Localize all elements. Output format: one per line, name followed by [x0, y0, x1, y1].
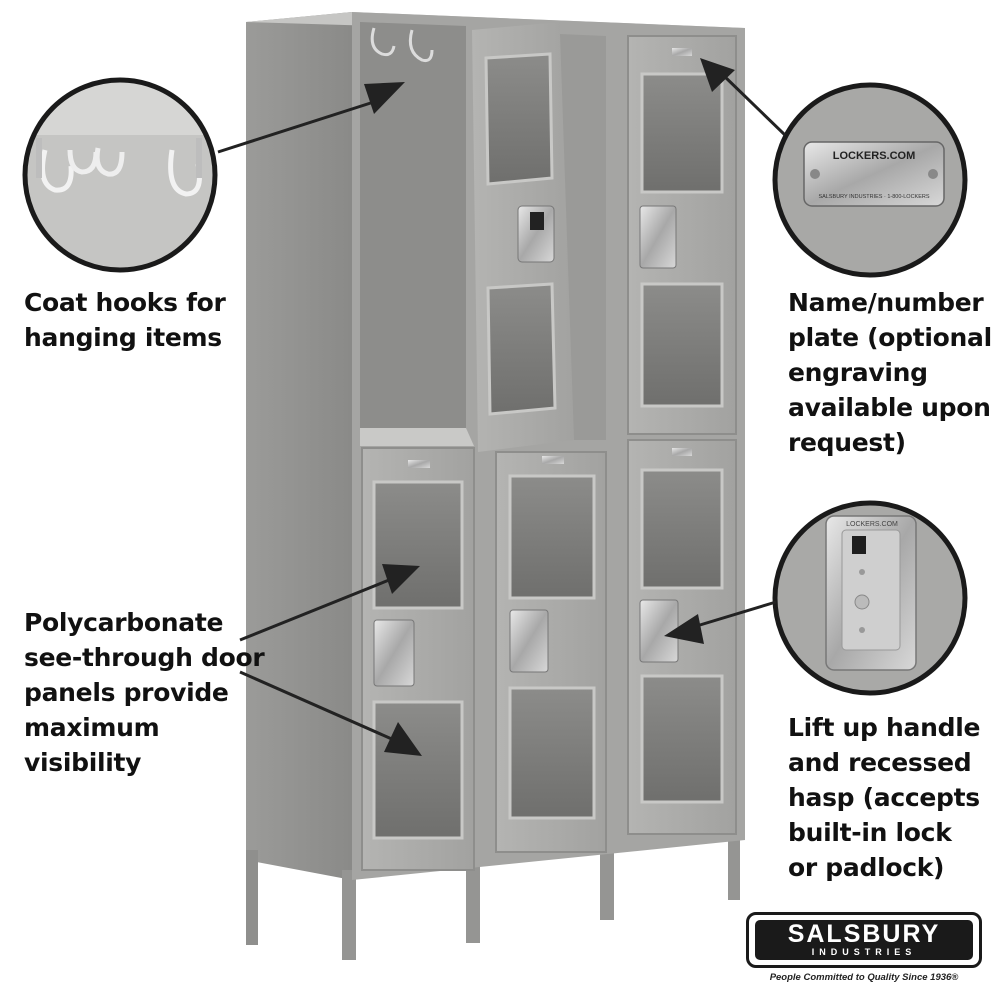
name-plate-inset: LOCKERS.COM SALSBURY INDUSTRIES · 1-800-… — [772, 82, 968, 278]
arrow-panel-upper — [239, 576, 395, 642]
locker-leg — [466, 865, 480, 943]
coat-hook — [408, 29, 434, 62]
locker-side-panel — [246, 12, 352, 880]
door-handle — [517, 205, 555, 263]
door-window — [508, 686, 596, 820]
door-window — [640, 468, 724, 590]
callout-coat-hooks: Coat hooks for hanging items — [24, 288, 226, 352]
door-lock — [530, 212, 544, 230]
locker-leg — [728, 836, 740, 900]
arrow-coat-hooks — [217, 98, 381, 154]
locker-leg — [246, 850, 258, 945]
logo-tagline: People Committed to Quality Since 1936® — [769, 972, 959, 983]
number-plate — [542, 456, 564, 464]
logo-wordmark: SALSBURY — [787, 920, 941, 948]
callout-name-plate: Name/number plate (optional engraving av… — [788, 288, 992, 457]
door-window — [640, 72, 724, 194]
salsbury-logo: SALSBURY INDUSTRIES People Committed to … — [740, 912, 988, 983]
open-compartment-shelf — [360, 428, 474, 446]
callout-arrows — [217, 58, 787, 756]
locker-bank — [246, 12, 745, 960]
door-handle — [373, 619, 415, 687]
arrow-handle — [689, 600, 777, 630]
door-window — [640, 674, 724, 804]
locker-leg — [600, 850, 614, 920]
plate-brand-text: LOCKERS.COM — [833, 150, 916, 162]
door-window — [484, 52, 554, 186]
callout-door-panels: Polycarbonate see-through door panels pr… — [24, 608, 265, 777]
locker-leg — [342, 870, 356, 960]
logo-badge: SALSBURY INDUSTRIES — [755, 920, 973, 960]
arrow-head — [382, 564, 420, 594]
door-window — [508, 474, 596, 600]
arrow-head — [364, 82, 405, 114]
arrow-head — [384, 722, 422, 756]
locker-compartment — [560, 34, 606, 440]
plate-maker-text: SALSBURY INDUSTRIES · 1-800-LOCKERS — [818, 194, 929, 200]
callout-handle-hasp: Lift up handle and recessed hasp (accept… — [788, 713, 981, 882]
arrow-name-plate — [720, 72, 787, 137]
number-plate — [408, 460, 430, 468]
handle-inset: LOCKERS.COM — [772, 500, 968, 696]
door-window — [486, 282, 557, 416]
door-handle — [639, 205, 677, 269]
handle-brand-text: LOCKERS.COM — [846, 521, 898, 528]
arrow-panel-lower — [239, 670, 395, 742]
arrow-head — [700, 58, 735, 92]
logo-subtitle: INDUSTRIES — [811, 947, 917, 957]
number-plate — [672, 448, 692, 456]
coat-hooks-inset — [22, 77, 218, 273]
number-plate — [672, 48, 692, 56]
coat-hook — [370, 27, 396, 57]
door-window — [372, 480, 464, 610]
door-window — [640, 282, 724, 408]
logo-frame: SALSBURY INDUSTRIES — [746, 912, 982, 968]
door-window — [372, 700, 464, 840]
open-compartment-interior — [360, 22, 466, 440]
arrow-head — [664, 614, 704, 644]
door-handle — [509, 609, 549, 673]
